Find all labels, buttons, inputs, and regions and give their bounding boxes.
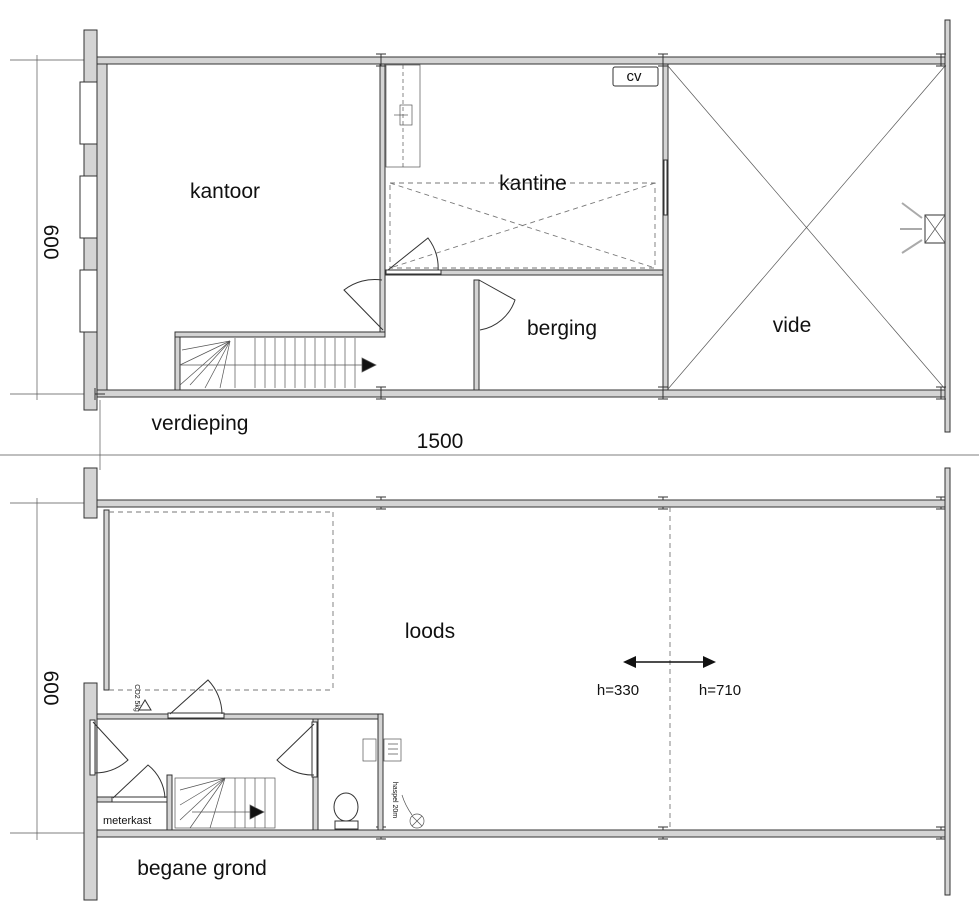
room-label-loods: loods — [405, 620, 455, 643]
canteen-window — [663, 159, 668, 216]
hose-reel-label: haspel 20m — [391, 782, 398, 818]
overall-width-dimension: 1500 — [417, 430, 464, 453]
upper-height-dimension: 600 — [39, 224, 62, 259]
ground-floor-walls — [83, 467, 951, 901]
cv-label: cv — [627, 68, 643, 85]
upper-windows — [79, 81, 98, 333]
ground-height-dimension: 600 — [39, 670, 62, 705]
room-label-meterkast: meterkast — [103, 815, 151, 827]
fire-extinguisher-icon — [138, 699, 152, 711]
extinguisher-label: CO2 5kg — [133, 684, 140, 712]
height-label-left: h=330 — [597, 682, 639, 699]
height-arrow-icon — [623, 656, 716, 668]
toilet-icon — [333, 792, 359, 830]
ground-stairs — [174, 777, 276, 829]
kitchen-counter — [385, 64, 421, 168]
upper-stairs — [179, 338, 377, 389]
dimension-lines — [0, 55, 979, 840]
floor-title-upper: verdieping — [152, 412, 249, 435]
washbasin-icon — [362, 738, 402, 762]
height-label-right: h=710 — [699, 682, 741, 699]
canteen-ceiling-outline — [389, 182, 656, 269]
room-label-kantine: kantine — [499, 172, 567, 195]
room-label-berging: berging — [527, 317, 597, 340]
ground-doors — [89, 679, 318, 803]
void-cross — [667, 65, 946, 390]
cv-boiler — [612, 66, 659, 87]
upper-floor-walls — [83, 19, 951, 433]
column-markers — [94, 53, 946, 840]
floor-title-ground: begane grond — [137, 857, 267, 880]
upper-doors — [343, 237, 516, 331]
room-label-vide: vide — [773, 314, 812, 337]
room-label-kantoor: kantoor — [190, 180, 260, 203]
hose-reel-icon — [401, 794, 425, 829]
